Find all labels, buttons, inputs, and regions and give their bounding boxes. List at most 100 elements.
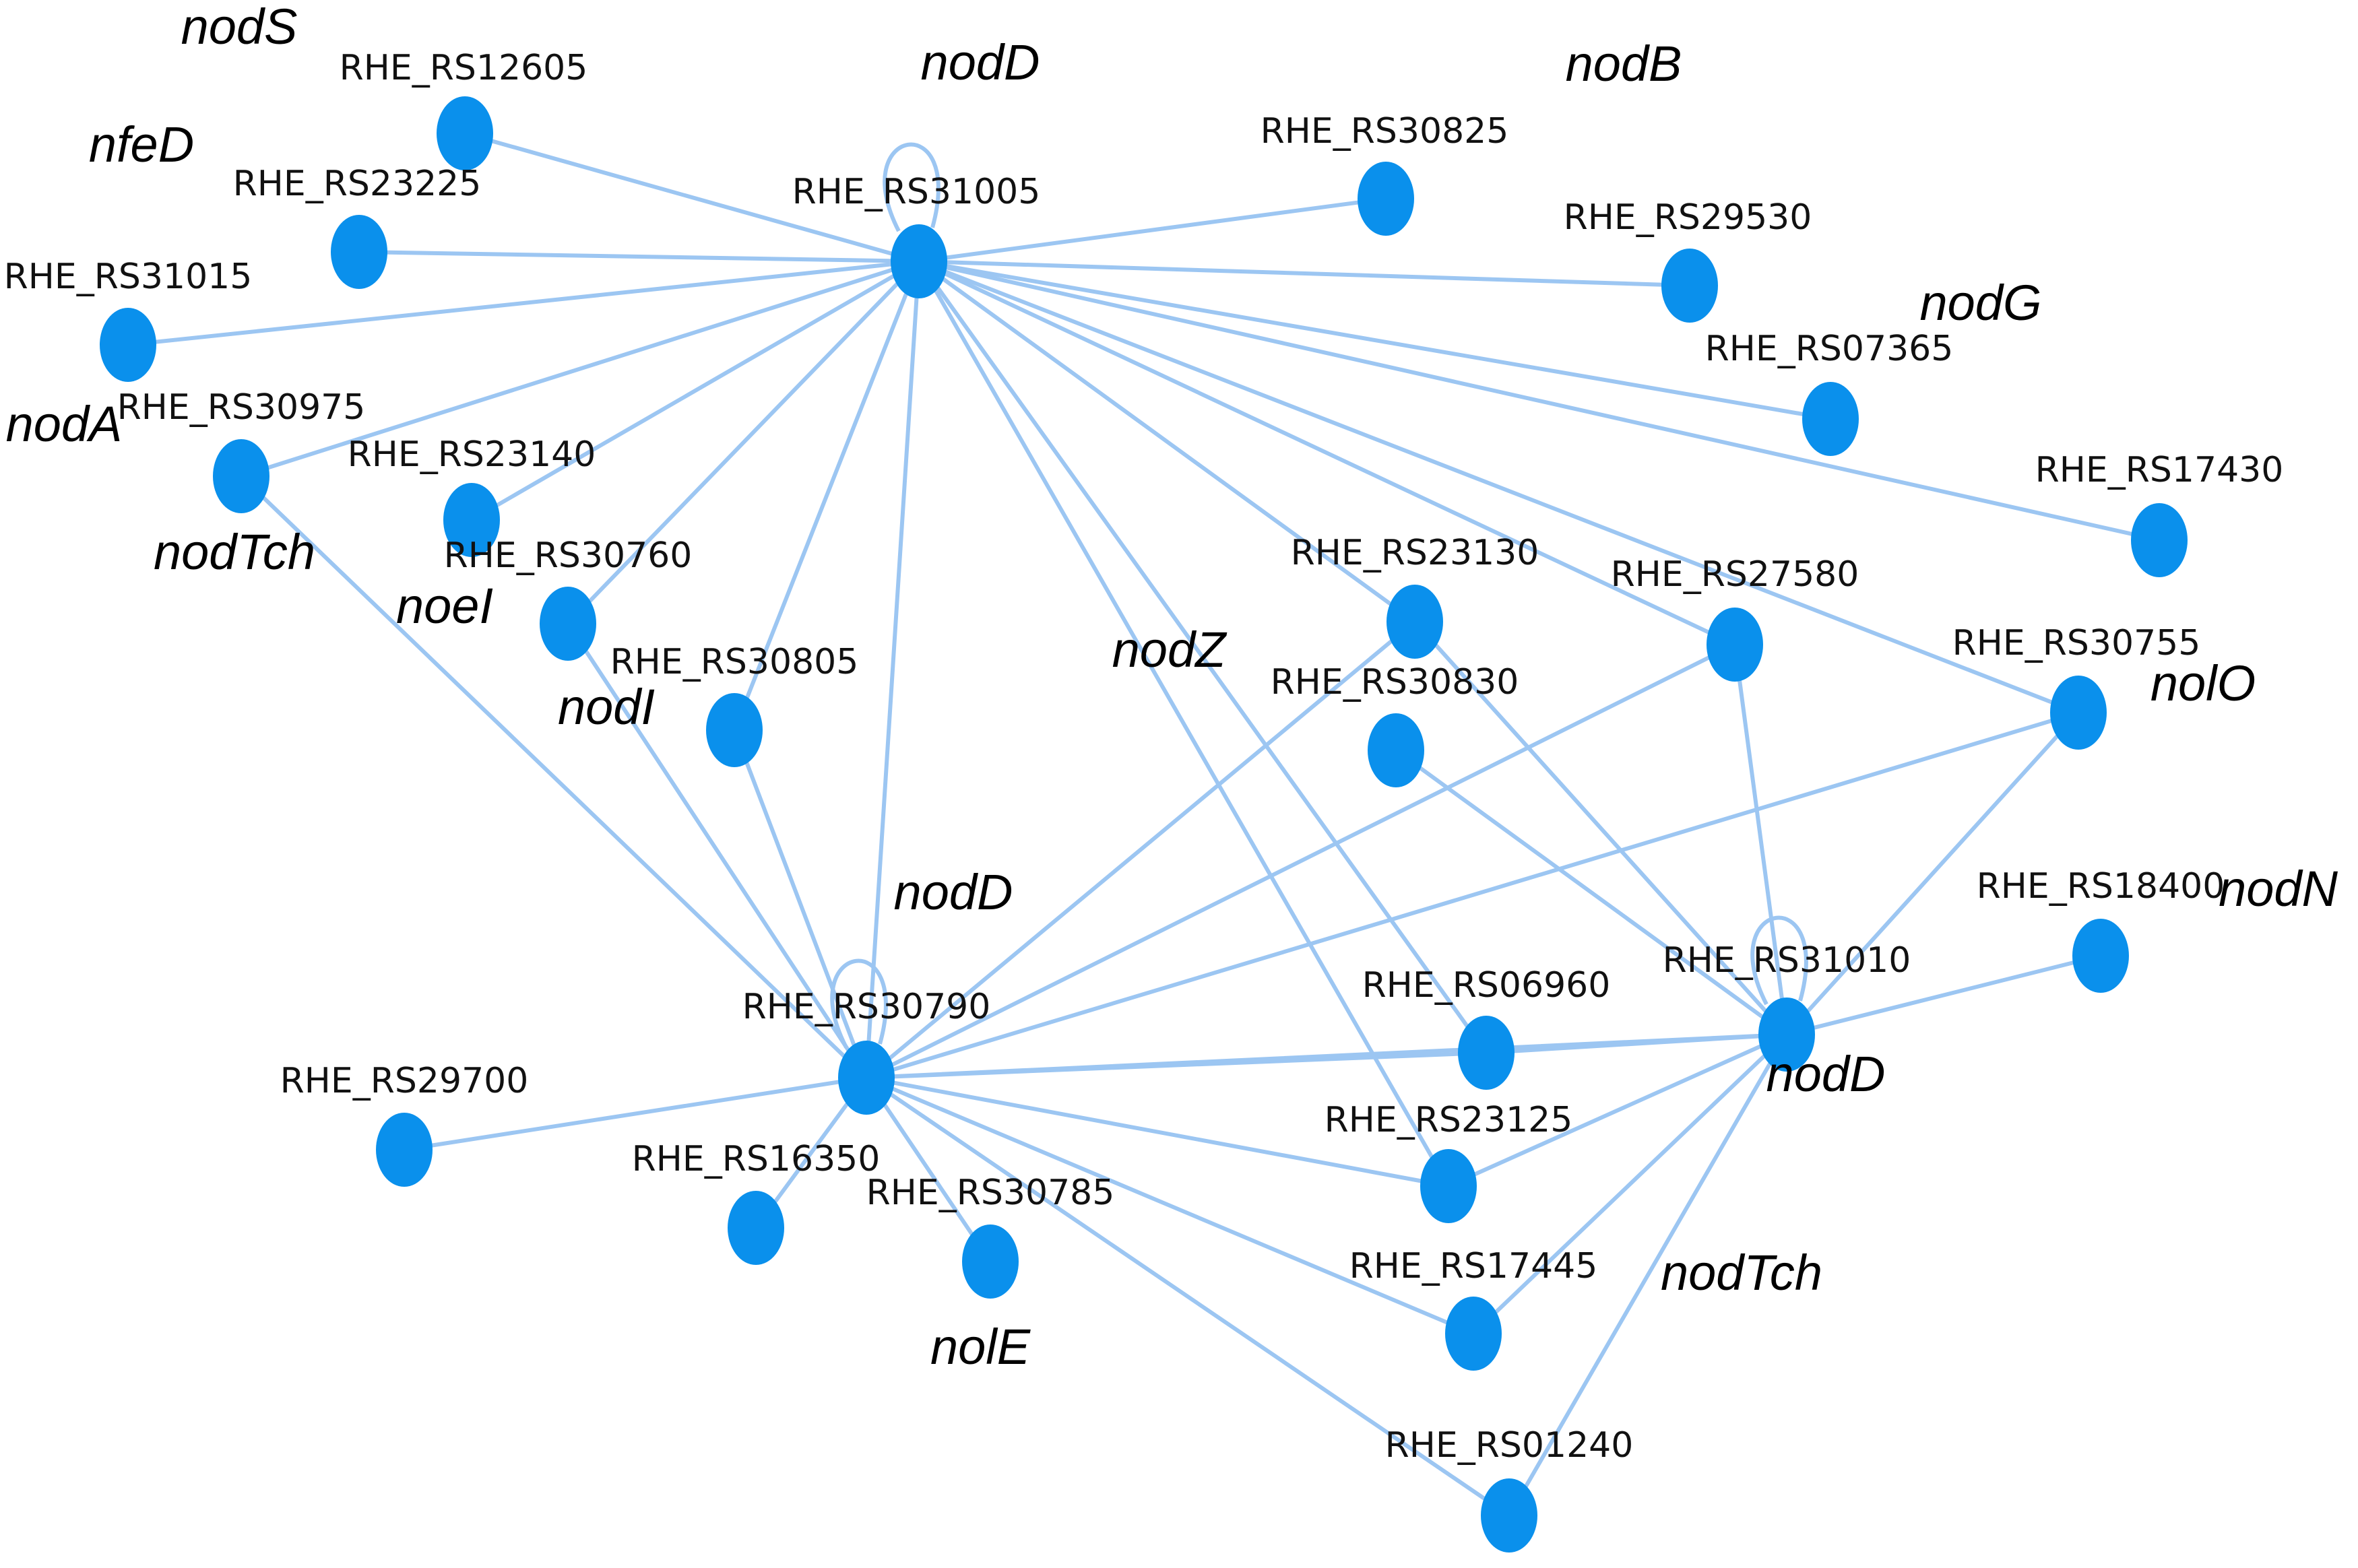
node-rhe_rs30755[interactable] [2050,676,2107,750]
node-rhe_rs31010[interactable] [1758,998,1815,1072]
node-rhe_rs23140[interactable] [443,483,500,557]
gene-label-noei: noeI [396,578,493,634]
node-label-rhe_rs23225: RHE_RS23225 [233,164,482,204]
node-label-rhe_rs23130: RHE_RS23130 [1291,533,1539,573]
node-rhe_rs31005[interactable] [891,224,947,298]
node-label-rhe_rs16350: RHE_RS16350 [632,1139,881,1179]
node-rhe_rs18400[interactable] [2072,919,2129,993]
node-label-rhe_rs23140: RHE_RS23140 [348,434,596,475]
node-label-rhe_rs18400: RHE_RS18400 [1977,866,2225,907]
node-label-rhe_rs17445: RHE_RS17445 [1349,1246,1598,1286]
edge-rhe_rs31010-rhe_rs31010 [1750,915,1808,1006]
node-rhe_rs30785[interactable] [962,1224,1019,1299]
node-label-rhe_rs31015: RHE_RS31015 [4,257,253,297]
node-label-rhe_rs29700: RHE_RS29700 [280,1061,529,1101]
gene-label-noda: nodA [6,396,123,452]
gene-label-nodn: nodN [2219,861,2338,917]
edge-rhe_rs30790-rhe_rs31010 [864,1033,1789,1080]
edge-rhe_rs31010-rhe_rs18400 [1785,954,2103,1037]
node-rhe_rs07365[interactable] [1802,382,1859,456]
edge-rhe_rs30790-rhe_rs27580 [864,643,1737,1080]
node-rhe_rs31015[interactable] [100,308,156,382]
edge-rhe_rs30790-rhe_rs29700 [402,1076,868,1152]
node-label-rhe_rs17430: RHE_RS17430 [2035,450,2284,490]
node-label-rhe_rs23125: RHE_RS23125 [1325,1100,1573,1140]
edge-rhe_rs31005-rhe_rs17430 [917,259,2161,542]
node-label-rhe_rs27580: RHE_RS27580 [1611,554,1859,595]
edge-rhe_rs30790-rhe_rs23130 [864,620,1417,1080]
node-label-rhe_rs12605: RHE_RS12605 [340,48,588,88]
edge-rhe_rs30790-rhe_rs01240 [864,1076,1511,1517]
node-rhe_rs30760[interactable] [540,587,596,661]
node-rhe_rs23130[interactable] [1387,585,1443,659]
node-label-rhe_rs29530: RHE_RS29530 [1564,197,1812,238]
edge-rhe_rs31010-rhe_rs06960 [1484,1033,1789,1055]
edge-rhe_rs31005-rhe_rs31015 [126,259,921,347]
edge-rhe_rs31005-rhe_rs23225 [357,250,921,263]
gene-label-nodb: nodB [1566,36,1682,92]
gene-label-nodd: nodD [894,864,1013,920]
node-label-rhe_rs07365: RHE_RS07365 [1705,329,1954,369]
node-label-rhe_rs01240: RHE_RS01240 [1385,1425,1634,1466]
node-label-rhe_rs30790: RHE_RS30790 [742,987,991,1027]
edge-rhe_rs30760-rhe_rs30790 [566,622,868,1080]
edge-rhe_rs31005-rhe_rs30755 [917,259,2080,715]
gene-label-nods: nodS [181,0,298,55]
node-rhe_rs23125[interactable] [1420,1149,1477,1223]
node-rhe_rs01240[interactable] [1481,1478,1537,1553]
edges-layer [126,131,2161,1517]
node-rhe_rs16350[interactable] [728,1191,784,1265]
edge-rhe_rs31005-rhe_rs07365 [917,259,1833,421]
gene-label-nodd: nodD [1766,1046,1886,1102]
node-label-rhe_rs30830: RHE_RS30830 [1271,662,1519,703]
edge-rhe_rs31010-rhe_rs30755 [1785,711,2080,1037]
node-rhe_rs17430[interactable] [2131,503,2188,577]
edge-rhe_rs30975-rhe_rs30790 [239,474,868,1080]
gene-label-nole: nolE [930,1319,1031,1375]
edge-rhe_rs30790-rhe_rs30785 [864,1076,992,1264]
node-rhe_rs30805[interactable] [706,693,763,767]
edge-rhe_rs31005-rhe_rs23140 [470,259,921,522]
node-rhe_rs17445[interactable] [1445,1297,1502,1371]
node-label-rhe_rs30805: RHE_RS30805 [610,642,859,682]
node-label-rhe_rs06960: RHE_RS06960 [1362,965,1611,1006]
gene-label-nfed: nfeD [89,117,194,172]
edge-rhe_rs31005-rhe_rs30825 [917,197,1388,263]
node-label-rhe_rs30825: RHE_RS30825 [1261,111,1509,152]
node-labels-layer: RHE_RS12605RHE_RS23225RHE_RS31015RHE_RS3… [4,48,2284,1466]
edge-rhe_rs31010-rhe_rs17445 [1471,1033,1789,1336]
node-rhe_rs30790[interactable] [838,1041,895,1115]
node-label-rhe_rs31005: RHE_RS31005 [792,172,1041,212]
node-label-rhe_rs30760: RHE_RS30760 [444,535,693,576]
edge-rhe_rs30790-rhe_rs30755 [864,711,2080,1080]
node-rhe_rs29530[interactable] [1661,249,1718,323]
edge-rhe_rs31010-rhe_rs30830 [1394,748,1789,1037]
gene-label-nodg: nodG [1919,275,2041,331]
edge-rhe_rs31005-rhe_rs23130 [917,259,1417,624]
node-rhe_rs30825[interactable] [1358,162,1414,236]
node-rhe_rs23225[interactable] [331,215,387,289]
gene-label-nolo: nolO [2150,655,2256,711]
nodes-layer [100,96,2188,1553]
node-rhe_rs29700[interactable] [376,1113,433,1187]
node-label-rhe_rs30785: RHE_RS30785 [866,1173,1115,1213]
gene-label-nodtch: nodTch [154,524,315,580]
edge-rhe_rs31010-rhe_rs23125 [1446,1033,1789,1188]
edge-rhe_rs31010-rhe_rs23130 [1413,620,1789,1037]
node-rhe_rs30830[interactable] [1368,713,1424,787]
edge-rhe_rs31005-rhe_rs30975 [239,259,921,478]
node-rhe_rs06960[interactable] [1458,1016,1515,1090]
edge-rhe_rs30790-rhe_rs30790 [830,958,888,1049]
gene-label-nodd: nodD [921,34,1040,90]
edge-rhe_rs31010-rhe_rs01240 [1507,1033,1789,1517]
node-rhe_rs12605[interactable] [437,96,493,170]
edge-rhe_rs30790-rhe_rs23125 [864,1076,1451,1188]
edge-rhe_rs31005-rhe_rs30790 [864,259,921,1080]
edge-rhe_rs31005-rhe_rs27580 [917,259,1737,647]
node-rhe_rs27580[interactable] [1707,608,1763,682]
node-rhe_rs30975[interactable] [213,439,269,513]
edge-rhe_rs31005-rhe_rs29530 [917,259,1692,288]
edge-rhe_rs31005-rhe_rs30805 [732,259,921,732]
